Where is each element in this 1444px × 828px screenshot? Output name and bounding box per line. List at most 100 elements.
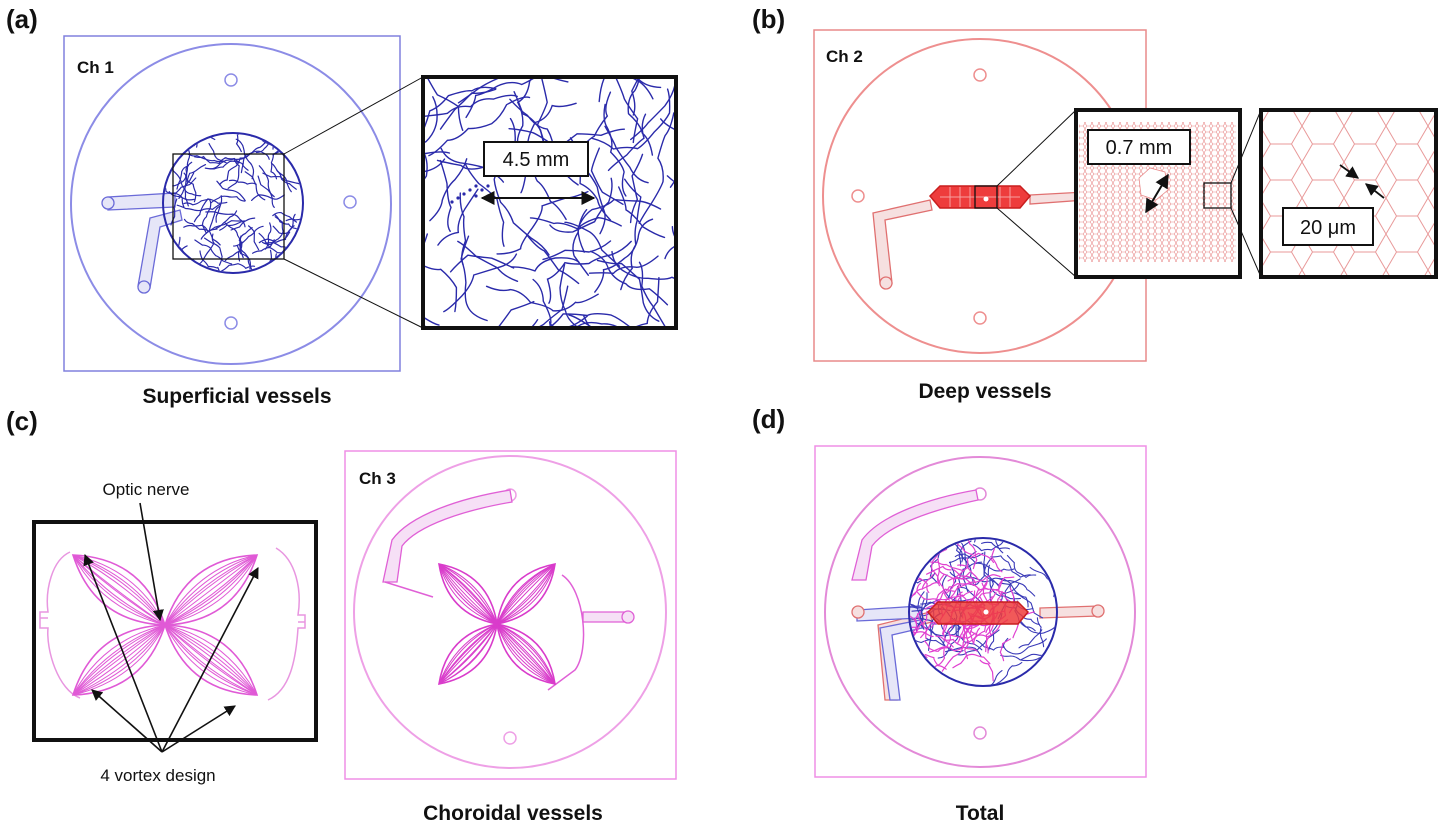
vessel-segment bbox=[568, 314, 591, 326]
vessel-segment bbox=[590, 147, 624, 205]
choroid-vein bbox=[438, 623, 498, 685]
vessel-segment bbox=[526, 234, 580, 285]
ch1-port-bottom bbox=[224, 316, 238, 330]
optic-nerve-label: Optic nerve bbox=[103, 480, 190, 499]
vessel-segment bbox=[952, 653, 991, 669]
ch2-zoom2-inset bbox=[1259, 108, 1438, 279]
vessel-segment bbox=[998, 576, 1015, 605]
vessel-segment bbox=[425, 158, 446, 173]
vessel-segment bbox=[465, 79, 534, 119]
panel-d-caption: Total bbox=[956, 802, 1005, 825]
vessel-segment bbox=[920, 598, 925, 629]
vortex-design-label: 4 vortex design bbox=[100, 766, 215, 785]
choroid-vein bbox=[438, 623, 498, 685]
vessel-segment bbox=[218, 154, 250, 186]
ch1-zoom-inset bbox=[421, 0, 746, 330]
panel-b-caption: Deep vessels bbox=[918, 380, 1051, 403]
vessel-segment bbox=[176, 203, 221, 212]
vessel-segment bbox=[972, 539, 1016, 552]
panel-c-letter: (c) bbox=[6, 406, 38, 436]
vessel-segment bbox=[164, 180, 185, 208]
vessel-segment bbox=[945, 539, 974, 555]
vessel-segment bbox=[204, 160, 240, 170]
ch1-zoom-vessel-network bbox=[425, 0, 746, 326]
vessel-segment bbox=[924, 630, 951, 652]
vessel-segment bbox=[598, 79, 605, 103]
vessel-segment bbox=[425, 265, 458, 313]
vessel-segment bbox=[956, 539, 978, 570]
choroid-vein bbox=[164, 554, 258, 626]
vessel-segment bbox=[629, 153, 644, 224]
vessel-segment bbox=[966, 557, 993, 586]
vessel-segment bbox=[425, 86, 497, 128]
vessel-segment bbox=[546, 240, 632, 304]
vessel-segment bbox=[921, 574, 945, 590]
vessel-segment bbox=[485, 285, 599, 312]
vessel-segment bbox=[425, 153, 428, 180]
panel-d-letter: (d) bbox=[752, 404, 785, 434]
vessel-segment bbox=[457, 240, 519, 282]
total-frame bbox=[814, 445, 1147, 778]
ch2-port-left bbox=[851, 189, 865, 203]
choroid-vein bbox=[438, 623, 498, 685]
vessel-segment bbox=[924, 654, 947, 670]
choroid-vein bbox=[164, 624, 258, 696]
panel-d: (d) Total bbox=[752, 404, 1147, 825]
vessel-segment bbox=[572, 209, 589, 276]
vessel-segment bbox=[576, 321, 618, 326]
vessel-segment bbox=[208, 142, 227, 164]
vessel-segment bbox=[637, 79, 662, 89]
vessel-segment bbox=[1002, 638, 1047, 655]
choroid-vein bbox=[72, 624, 166, 696]
ch2-wall-arrow-right bbox=[1365, 183, 1385, 199]
vessel-segment bbox=[460, 0, 481, 78]
vessel-segment bbox=[493, 156, 550, 256]
vessel-segment bbox=[1000, 582, 1029, 608]
ch2-zoom2-box bbox=[1203, 182, 1232, 209]
ch2-wall-arrow-left bbox=[1339, 164, 1360, 179]
vessel-segment bbox=[208, 271, 231, 272]
vessel-segment bbox=[935, 635, 978, 652]
vessel-segment bbox=[185, 161, 197, 203]
ch1-port-top bbox=[224, 73, 238, 87]
vessel-segment bbox=[564, 221, 621, 267]
vessel-segment bbox=[917, 622, 962, 637]
choroid-vein bbox=[496, 623, 556, 685]
vessel-segment bbox=[271, 163, 297, 190]
choroid-vein bbox=[72, 554, 166, 626]
choroid-vein bbox=[438, 563, 498, 625]
vessel-segment bbox=[549, 177, 613, 233]
vessel-segment bbox=[975, 637, 1009, 651]
choroid-vein bbox=[496, 563, 556, 625]
vessel-segment bbox=[615, 79, 639, 144]
vessel-segment bbox=[1036, 617, 1045, 648]
ch2-zoom2-line-top bbox=[1230, 109, 1262, 184]
ch2-measure-arrow bbox=[1145, 173, 1169, 214]
ch2-measure-label: 0.7 mm bbox=[1106, 137, 1173, 159]
vessel-segment bbox=[273, 213, 297, 230]
choroid-vein bbox=[72, 624, 166, 696]
vessel-segment bbox=[542, 240, 612, 261]
ch2-capillary-bed bbox=[928, 185, 1032, 209]
ch1-outer-disc bbox=[70, 43, 392, 365]
vessel-segment bbox=[251, 194, 285, 201]
vessel-segment bbox=[427, 79, 464, 131]
ch3-outer-disc bbox=[353, 455, 667, 769]
vessel-segment bbox=[248, 225, 260, 251]
vessel-segment bbox=[983, 670, 1003, 685]
vessel-segment bbox=[631, 79, 639, 116]
ch2-port-top bbox=[973, 68, 987, 82]
choroid-vein bbox=[496, 623, 556, 685]
vessel-segment bbox=[1018, 629, 1043, 649]
vessel-segment bbox=[498, 300, 535, 326]
vessel-segment bbox=[172, 147, 191, 187]
vessel-segment bbox=[439, 88, 497, 130]
choroid-vein bbox=[164, 624, 258, 696]
vessel-segment bbox=[938, 582, 976, 602]
vessel-segment bbox=[677, 199, 746, 214]
vessel-segment bbox=[603, 103, 627, 197]
panel-a-letter: (a) bbox=[6, 4, 38, 34]
vessel-segment bbox=[264, 222, 272, 250]
vessel-segment bbox=[569, 315, 588, 326]
choroid-vein bbox=[496, 563, 556, 625]
